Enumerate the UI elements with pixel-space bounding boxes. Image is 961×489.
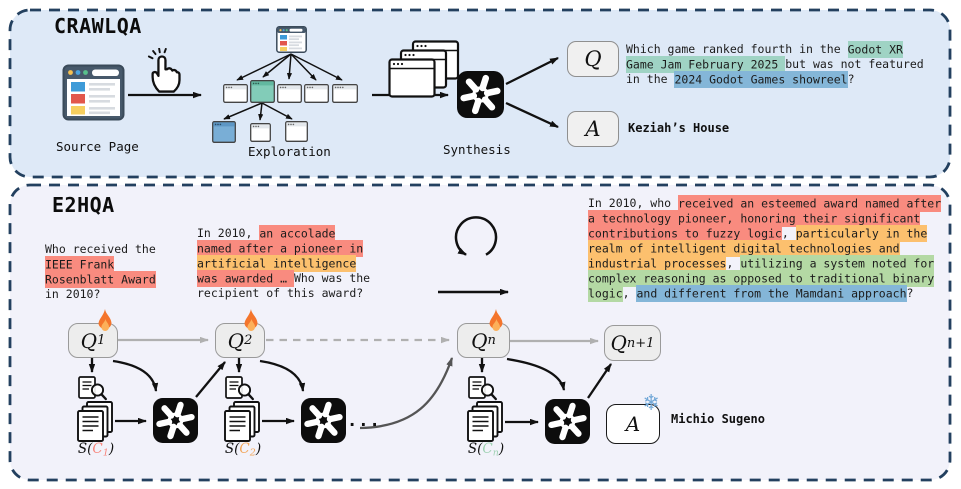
- text-line: was awarded … Who was the: [197, 269, 371, 287]
- selected-page-window-icon: [250, 80, 275, 103]
- gpt-icon: [545, 399, 590, 444]
- text-line: IEEE Frank: [45, 255, 115, 273]
- text-line: realm of intelligent digital technologie…: [588, 239, 900, 257]
- chain-ellipsis: ...: [347, 411, 381, 431]
- document-search-icon: [468, 376, 498, 402]
- s-cn-label: S(Cn): [467, 441, 505, 459]
- loop-back-curve: [359, 357, 454, 430]
- e2hqa-title: E2HQA: [52, 193, 115, 217]
- fire-icon: [95, 309, 115, 335]
- text-line: artificial intelligence: [197, 254, 357, 272]
- fire-icon: [486, 309, 506, 335]
- loop-icon: [438, 216, 509, 296]
- document-stack-icon: [466, 400, 504, 442]
- page-window-icon: [277, 84, 302, 103]
- text-line: Who received the: [45, 242, 156, 256]
- page-window-icon: [223, 84, 248, 103]
- tap-hand-icon: [143, 48, 185, 94]
- document-stack-icon: [76, 400, 114, 442]
- crawlqa-answer-text: Keziah’s House: [628, 121, 730, 135]
- text-line: a technology pioneer, honoring their sig…: [588, 209, 921, 227]
- stacked-windows-icon: [388, 40, 460, 100]
- visited-page-window-icon: [212, 121, 236, 143]
- document-search-icon: [78, 376, 108, 402]
- gpt-icon: [301, 398, 346, 443]
- document-search-icon: [225, 376, 255, 402]
- text-line: industrial processes, utilizing a system…: [588, 254, 935, 272]
- page-window-icon: [250, 123, 271, 142]
- root-page-window-icon: [276, 26, 307, 53]
- text-line: In 2010, an accolade: [197, 224, 336, 242]
- answer-badge: A: [567, 111, 619, 147]
- page-window-icon: [285, 121, 308, 142]
- s-c1-label: S(C1): [77, 441, 115, 459]
- question-badge: Q: [567, 41, 619, 77]
- crawlqa-title: CRAWLQA: [54, 14, 142, 38]
- gpt-icon: [457, 71, 504, 118]
- text-line: in the 2024 Godot Games showreel?: [626, 70, 855, 88]
- exploration-label: Exploration: [248, 144, 331, 159]
- synthesis-label: Synthesis: [443, 142, 511, 157]
- text-line: Game Jam February 2025 but was not featu…: [626, 55, 924, 73]
- text-line: In 2010, who received an esteemed award …: [588, 194, 942, 212]
- text-line: recipient of this award?: [197, 286, 364, 300]
- exploration-tree-arrows: [223, 53, 343, 121]
- text-line: contributions to fuzzy logic, particular…: [588, 224, 928, 242]
- text-line: Which game ranked fourth in the Godot XR: [626, 40, 903, 58]
- text-line: Rosenblatt Award: [45, 270, 156, 288]
- fire-icon: [241, 309, 261, 335]
- source-page-browser-icon: [62, 64, 125, 121]
- crawlqa-question-text: Which game ranked fourth in the Godot XR…: [626, 40, 924, 88]
- text-line: logic, and different from the Mamdani ap…: [588, 284, 914, 302]
- final-answer-text: Michio Sugeno: [671, 412, 765, 426]
- document-stack-icon: [223, 400, 261, 442]
- s-c2-label: S(C2): [224, 441, 262, 459]
- chain-links: [117, 336, 599, 345]
- frozen-answer-box: A: [606, 404, 660, 444]
- text-line: complex reasoning as opposed to traditio…: [588, 269, 935, 287]
- source-page-label: Source Page: [56, 139, 139, 154]
- snowflake-icon: ❄: [644, 388, 659, 416]
- text-line: in 2010?: [45, 287, 101, 301]
- final-question-text: In 2010, who received an esteemed award …: [588, 194, 942, 302]
- gpt-icon: [153, 398, 198, 443]
- page-window-icon: [304, 84, 329, 103]
- e2hqa-arrows: [88, 357, 612, 426]
- page-window-icon: [332, 84, 358, 103]
- text-line: named after a pioneer in: [197, 239, 364, 257]
